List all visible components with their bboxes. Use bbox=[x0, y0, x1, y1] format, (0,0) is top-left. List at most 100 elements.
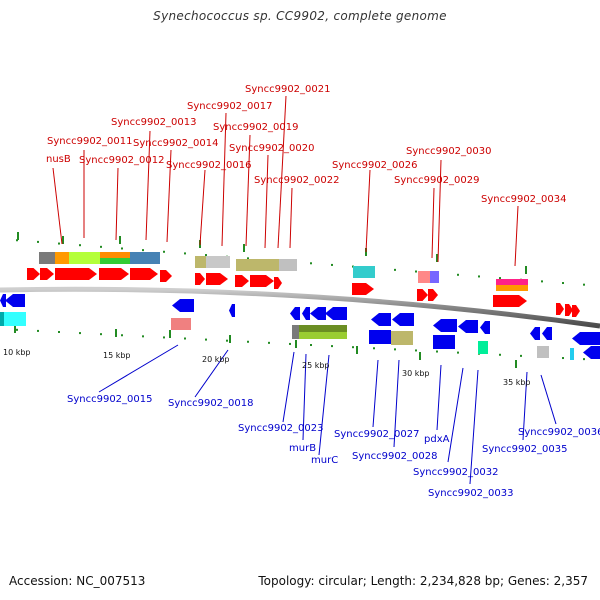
label-leader-line bbox=[145, 130, 151, 241]
label-leader-line bbox=[372, 359, 379, 428]
upper-guide-dot bbox=[310, 262, 312, 265]
feature-block bbox=[100, 252, 130, 258]
label-leader-line bbox=[540, 374, 557, 425]
forward-gene-arrow bbox=[274, 277, 282, 289]
forward-gene-arrow bbox=[417, 289, 428, 301]
reverse-gene-arrow bbox=[371, 313, 391, 326]
forward-gene-arrow bbox=[556, 303, 564, 315]
scale-tick bbox=[295, 340, 297, 348]
scale-tick bbox=[62, 236, 64, 244]
upper-guide-dot bbox=[121, 247, 123, 250]
upper-guide-dot bbox=[541, 280, 543, 283]
genome-stats-text: Topology: circular; Length: 2,234,828 bp… bbox=[258, 574, 588, 588]
lower-guide-dot bbox=[310, 344, 312, 347]
feature-block bbox=[279, 259, 297, 271]
forward-gene-arrow bbox=[130, 268, 158, 280]
forward-gene-arrow bbox=[160, 270, 172, 282]
gene-label: Syncc9902_0032 bbox=[413, 467, 499, 478]
gene-label: Syncc9902_0018 bbox=[168, 398, 254, 409]
scale-tick-label: 15 kbp bbox=[103, 351, 131, 360]
label-leader-line bbox=[199, 169, 206, 246]
scale-tick-label: 35 kbp bbox=[503, 378, 531, 387]
label-leader-line bbox=[221, 112, 227, 247]
lower-guide-dot bbox=[37, 329, 39, 332]
scale-tick bbox=[356, 346, 358, 354]
upper-guide-dot bbox=[58, 242, 60, 245]
gene-label: Syncc9902_0011 bbox=[47, 136, 133, 147]
gene-label: Syncc9902_0022 bbox=[254, 175, 340, 186]
feature-block bbox=[299, 332, 347, 339]
lower-guide-dot bbox=[205, 338, 207, 341]
forward-gene-arrow bbox=[493, 295, 527, 307]
label-leader-line bbox=[115, 167, 119, 241]
reverse-gene-arrow bbox=[392, 313, 414, 326]
feature-block bbox=[433, 335, 455, 349]
gene-label: Syncc9902_0013 bbox=[111, 117, 197, 128]
feature-block bbox=[55, 252, 69, 264]
forward-gene-arrow bbox=[235, 275, 249, 287]
upper-guide-dot bbox=[184, 252, 186, 255]
gene-label: Syncc9902_0034 bbox=[481, 194, 567, 205]
gene-label: Syncc9902_0021 bbox=[245, 84, 331, 95]
scale-tick-label: 25 kbp bbox=[302, 361, 330, 370]
forward-gene-arrow bbox=[99, 268, 129, 280]
genome-title: Synechococcus sp. CC9902, complete genom… bbox=[153, 9, 447, 23]
gene-label: Syncc9902_0035 bbox=[482, 444, 568, 455]
reverse-gene-arrow bbox=[290, 307, 300, 320]
forward-gene-arrow bbox=[206, 273, 228, 285]
feature-block bbox=[391, 331, 413, 345]
lower-guide-dot bbox=[58, 330, 60, 333]
lower-guide-dot bbox=[121, 334, 123, 337]
lower-guide-dot bbox=[352, 346, 354, 349]
label-leader-line bbox=[98, 344, 179, 393]
gene-label: pdxA bbox=[424, 434, 450, 445]
gene-label: Syncc9902_0020 bbox=[229, 143, 315, 154]
label-leader-line bbox=[245, 134, 251, 247]
upper-guide-dot bbox=[100, 245, 102, 248]
feature-block bbox=[478, 341, 488, 354]
lower-guide-dot bbox=[499, 353, 501, 356]
upper-guide-dot bbox=[478, 275, 480, 278]
lower-guide-dot bbox=[415, 349, 417, 352]
lower-guide-dot bbox=[79, 332, 81, 335]
feature-block bbox=[496, 285, 528, 291]
label-leader-line bbox=[469, 369, 479, 485]
upper-guide-dot bbox=[415, 270, 417, 273]
upper-guide-dot bbox=[583, 283, 585, 286]
upper-guide-dot bbox=[331, 263, 333, 266]
lower-guide-dot bbox=[268, 341, 270, 344]
scale-tick-label: 30 kbp bbox=[402, 369, 430, 378]
lower-guide-dot bbox=[16, 328, 18, 331]
gene-label: Syncc9902_0019 bbox=[213, 122, 299, 133]
lower-guide-dot bbox=[520, 354, 522, 357]
label-leader-line bbox=[302, 353, 307, 441]
feature-block bbox=[69, 252, 100, 264]
scale-tick-label: 20 kbp bbox=[202, 355, 230, 364]
lower-guide-dot bbox=[142, 335, 144, 338]
reverse-gene-arrow bbox=[480, 321, 490, 334]
feature-block bbox=[292, 325, 299, 339]
feature-block bbox=[171, 318, 191, 330]
reverse-gene-arrow bbox=[325, 307, 347, 320]
scale-tick bbox=[169, 330, 171, 338]
lower-guide-dot bbox=[100, 333, 102, 336]
upper-guide-dot bbox=[499, 277, 501, 280]
label-leader-line bbox=[166, 149, 172, 243]
lower-guide-dot bbox=[226, 339, 228, 342]
label-leader-line bbox=[289, 187, 293, 249]
label-leader-line bbox=[437, 159, 442, 263]
gene-label: Syncc9902_0014 bbox=[133, 138, 219, 149]
gene-label: murB bbox=[289, 443, 316, 454]
gene-label: murC bbox=[311, 455, 338, 466]
lower-guide-dot bbox=[373, 347, 375, 350]
upper-guide-dot bbox=[16, 239, 18, 242]
gene-label: Syncc9902_0027 bbox=[334, 429, 420, 440]
feature-block bbox=[299, 325, 347, 332]
reverse-gene-arrow bbox=[302, 307, 310, 320]
feature-block bbox=[430, 271, 439, 283]
forward-gene-arrow bbox=[40, 268, 54, 280]
forward-gene-arrow bbox=[195, 273, 205, 285]
feature-block bbox=[369, 330, 391, 344]
scale-tick bbox=[115, 329, 117, 337]
feature-block bbox=[570, 348, 574, 360]
